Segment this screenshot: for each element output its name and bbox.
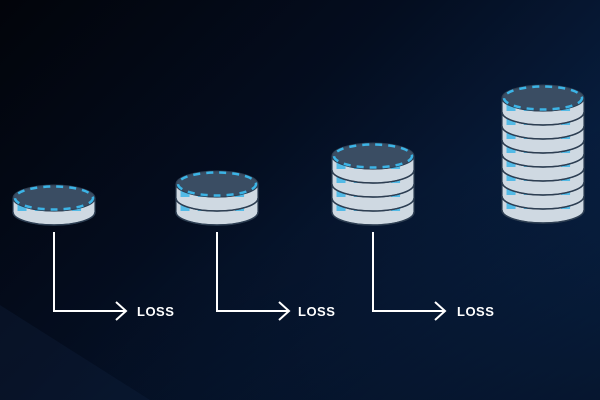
chip-stack-2 (175, 170, 259, 226)
chip-stack-3 (331, 142, 415, 226)
loss-label-1: LOSS (137, 304, 175, 319)
chip (12, 184, 96, 226)
chip-stack-4 (501, 84, 585, 224)
loss-arrow-1 (53, 232, 128, 321)
loss-arrow-3 (372, 232, 447, 321)
loss-label-3: LOSS (457, 304, 495, 319)
chip (331, 142, 415, 184)
loss-arrow-2 (216, 232, 291, 321)
chip (501, 84, 585, 126)
chip-stack-1 (12, 184, 96, 226)
loss-label-2: LOSS (298, 304, 336, 319)
chip (175, 170, 259, 212)
corner-accent (0, 305, 150, 400)
